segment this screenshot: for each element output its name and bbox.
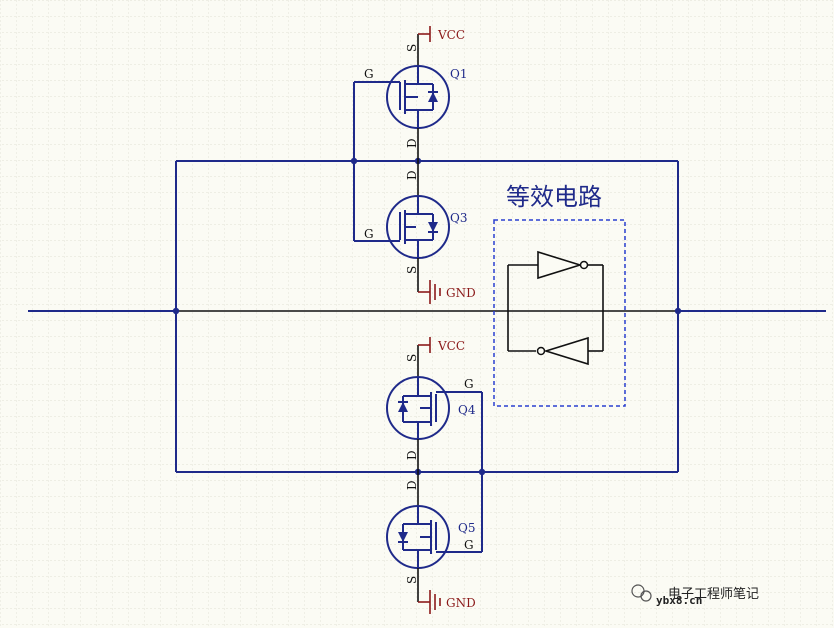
drain-pin-label: D [405,450,419,460]
inverter-gate [543,336,589,366]
equivalent-circuit: 等效电路 [493,183,626,407]
transistor-q4: VCC S G Q4 D [386,337,476,472]
junction-dot [350,157,358,165]
gate-pin-label: G [464,377,474,391]
gate-pin-label: G [364,67,374,81]
transistor-q5: D G Q5 S GND [386,472,476,614]
junction-dot [478,468,486,476]
source-pin-label: S [405,576,419,584]
equivalent-circuit-title: 等效电路 [506,183,602,211]
vcc-label: VCC [437,28,465,42]
gate-pin-label: G [364,227,374,241]
drain-pin-label: D [405,170,419,180]
gnd-label: GND [446,596,476,610]
vcc-label: VCC [437,339,465,353]
ref-label-q3: Q3 [450,211,467,225]
source-pin-label: S [405,44,419,52]
wires [28,81,826,553]
watermark-channel: 电子工程师笔记 [668,586,759,602]
equivalent-circuit-box [493,219,626,407]
gnd-label: GND [446,286,476,300]
transistor-q1: VCC S G Q1 D [364,26,467,161]
ref-label-q5: Q5 [458,521,475,535]
gate-pin-label: G [464,538,474,552]
source-pin-label: S [405,354,419,362]
junction-dot [172,307,180,315]
inverter-gate [537,250,583,280]
wechat-icon [631,584,652,602]
drain-pin-label: D [405,480,419,490]
ref-label-q4: Q4 [458,403,476,417]
transistor-q3: D G Q3 S GND [364,161,476,304]
junction-dot [674,307,682,315]
watermark: 电子工程师笔记 ybx8.cn [631,584,759,607]
ref-label-q1: Q1 [450,67,467,81]
source-pin-label: S [405,266,419,274]
drain-pin-label: D [405,138,419,148]
watermark-site: ybx8.cn [656,594,702,607]
